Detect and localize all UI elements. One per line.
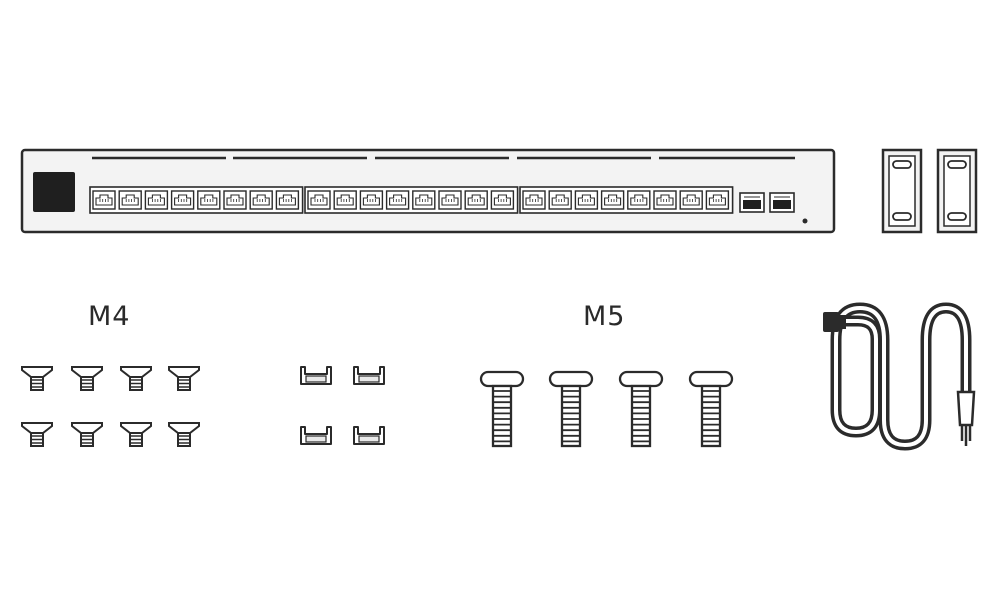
rj45-port-icon: [464, 190, 488, 210]
iec-connector-neck: [838, 315, 846, 329]
rj45-port-group: [304, 186, 519, 214]
m4-screw-icon: [21, 422, 53, 447]
switch-ports: [89, 186, 795, 214]
m4-screw-group: [21, 366, 200, 447]
m5-screw-icon: [688, 370, 734, 448]
m5-screw-icon: [618, 370, 664, 448]
mount-slot-icon: [892, 212, 912, 221]
rj45-port-icon: [385, 190, 410, 210]
power-cord-cable-core: [834, 306, 968, 447]
rj45-port-icon: [333, 190, 357, 210]
m4-screw-icon: [120, 366, 152, 391]
mount-slot-icon: [947, 160, 967, 169]
m4-screw-icon: [21, 366, 53, 391]
power-cord-cable-outline: [830, 302, 972, 451]
rj45-port-icon: [170, 190, 195, 210]
m4-label: M4: [88, 301, 131, 332]
m5-screw-group: [479, 370, 734, 448]
m4-screw-icon: [168, 366, 200, 391]
rj45-port-icon: [438, 190, 462, 210]
cable-clip-group: [300, 366, 385, 445]
rj45-port-icon: [144, 190, 169, 210]
cable-clip-icon: [353, 426, 385, 445]
rj45-port-icon: [307, 190, 331, 210]
rj45-port-icon: [679, 190, 703, 210]
rj45-port-icon: [359, 190, 384, 210]
sfp-port-icon: [739, 192, 765, 213]
reset-button-icon: [802, 218, 808, 224]
m4-screw-icon: [71, 422, 103, 447]
m5-screw-icon: [479, 370, 525, 448]
rj45-port-group: [89, 186, 304, 214]
sfp-port-group: [739, 192, 795, 213]
rj45-port-icon: [522, 190, 546, 210]
rj45-port-icon: [490, 190, 515, 210]
m4-screw-icon: [168, 422, 200, 447]
rack-ear-bracket: [936, 148, 978, 234]
rj45-port-icon: [600, 190, 625, 210]
rj45-port-icon: [249, 190, 273, 210]
rj45-port-icon: [275, 190, 300, 210]
power-cord: [823, 302, 976, 451]
rj45-port-icon: [653, 190, 677, 210]
m4-screw-icon: [120, 422, 152, 447]
mount-slot-icon: [892, 160, 912, 169]
cable-clip-icon: [300, 366, 332, 385]
rj45-port-icon: [92, 190, 116, 210]
rj45-port-icon: [412, 190, 436, 210]
network-switch: [20, 148, 836, 234]
rj45-port-icon: [574, 190, 599, 210]
rj45-port-icon: [197, 190, 221, 210]
rack-ear-brackets: [881, 148, 978, 234]
m4-screw-icon: [71, 366, 103, 391]
rj45-port-icon: [223, 190, 247, 210]
mount-slot-icon: [947, 212, 967, 221]
rj45-port-icon: [548, 190, 572, 210]
cable-clip-icon: [300, 426, 332, 445]
wall-plug-icon: [956, 390, 976, 446]
m5-label: M5: [583, 301, 626, 332]
sfp-port-icon: [769, 192, 795, 213]
switch-display: [33, 172, 75, 212]
rj45-port-icon: [705, 190, 730, 210]
rj45-port-icon: [627, 190, 651, 210]
m5-screw-icon: [548, 370, 594, 448]
rj45-port-icon: [118, 190, 142, 210]
rack-ear-bracket: [881, 148, 923, 234]
rj45-port-group: [519, 186, 734, 214]
iec-connector-icon: [823, 312, 839, 332]
cable-clip-icon: [353, 366, 385, 385]
